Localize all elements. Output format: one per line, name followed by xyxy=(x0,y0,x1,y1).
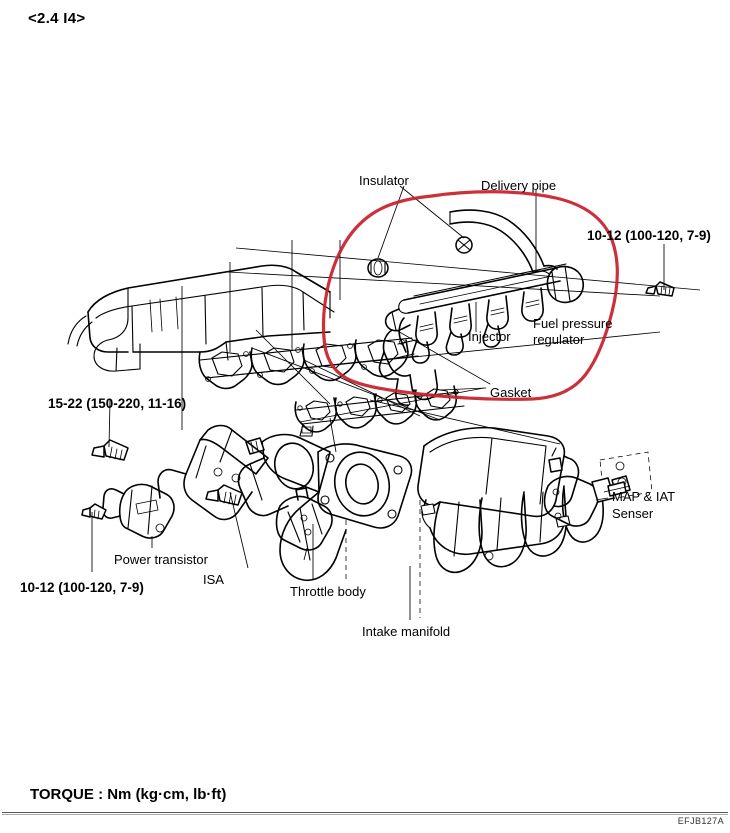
label-fuel-pressure-regulator-line2: regulator xyxy=(533,332,585,347)
page-title: <2.4 I4> xyxy=(28,10,86,27)
label-power-transistor: Power transistor xyxy=(114,552,208,567)
manifold-bracket xyxy=(157,424,269,521)
bracket-bolt-right xyxy=(205,484,243,506)
label-insulator: Insulator xyxy=(359,173,409,188)
red-annotation-circle xyxy=(321,190,619,401)
label-torque-intake-manifold: 15-22 (150-220, 11-16) xyxy=(48,396,187,411)
label-map-iat-sensor-line2: Senser xyxy=(612,506,654,521)
injector-2 xyxy=(445,303,472,356)
footer-divider-shadow xyxy=(2,814,728,815)
assembly-lines xyxy=(91,185,701,620)
label-intake-manifold: Intake manifold xyxy=(362,624,451,639)
delivery-pipe-bolt xyxy=(645,281,675,297)
label-gasket: Gasket xyxy=(490,385,532,400)
label-throttle-body: Throttle body xyxy=(290,584,366,599)
power-transistor xyxy=(102,483,175,539)
power-transistor-bolt xyxy=(81,503,107,520)
injector-3 xyxy=(482,295,509,348)
intake-manifold-assembly xyxy=(279,426,653,582)
torque-legend: TORQUE : Nm (kg·cm, lb·ft) xyxy=(30,786,227,803)
label-torque-delivery-pipe: 10-12 (100-120, 7-9) xyxy=(587,228,711,243)
injector-4 xyxy=(521,287,544,322)
valve-cover-assembly xyxy=(67,264,335,372)
label-injector: Injector xyxy=(468,329,511,344)
label-torque-power-transistor: 10-12 (100-120, 7-9) xyxy=(20,580,144,595)
intake-gasket xyxy=(294,385,465,437)
label-fuel-pressure-regulator-line1: Fuel pressure xyxy=(533,316,613,331)
label-isa: ISA xyxy=(203,572,224,587)
delivery-pipe-assembly xyxy=(367,209,585,406)
label-delivery-pipe: Delivery pipe xyxy=(481,178,557,193)
label-map-iat-sensor-line1: MAP & IAT xyxy=(612,489,676,504)
insulator-grommet-upper xyxy=(455,236,473,254)
figure-id: EFJB127A xyxy=(677,816,724,826)
footer-divider xyxy=(2,812,728,813)
manifold-bolt-upper xyxy=(91,439,129,461)
throttle-body-assembly xyxy=(225,433,333,551)
cylinder-head-ports xyxy=(198,337,419,390)
